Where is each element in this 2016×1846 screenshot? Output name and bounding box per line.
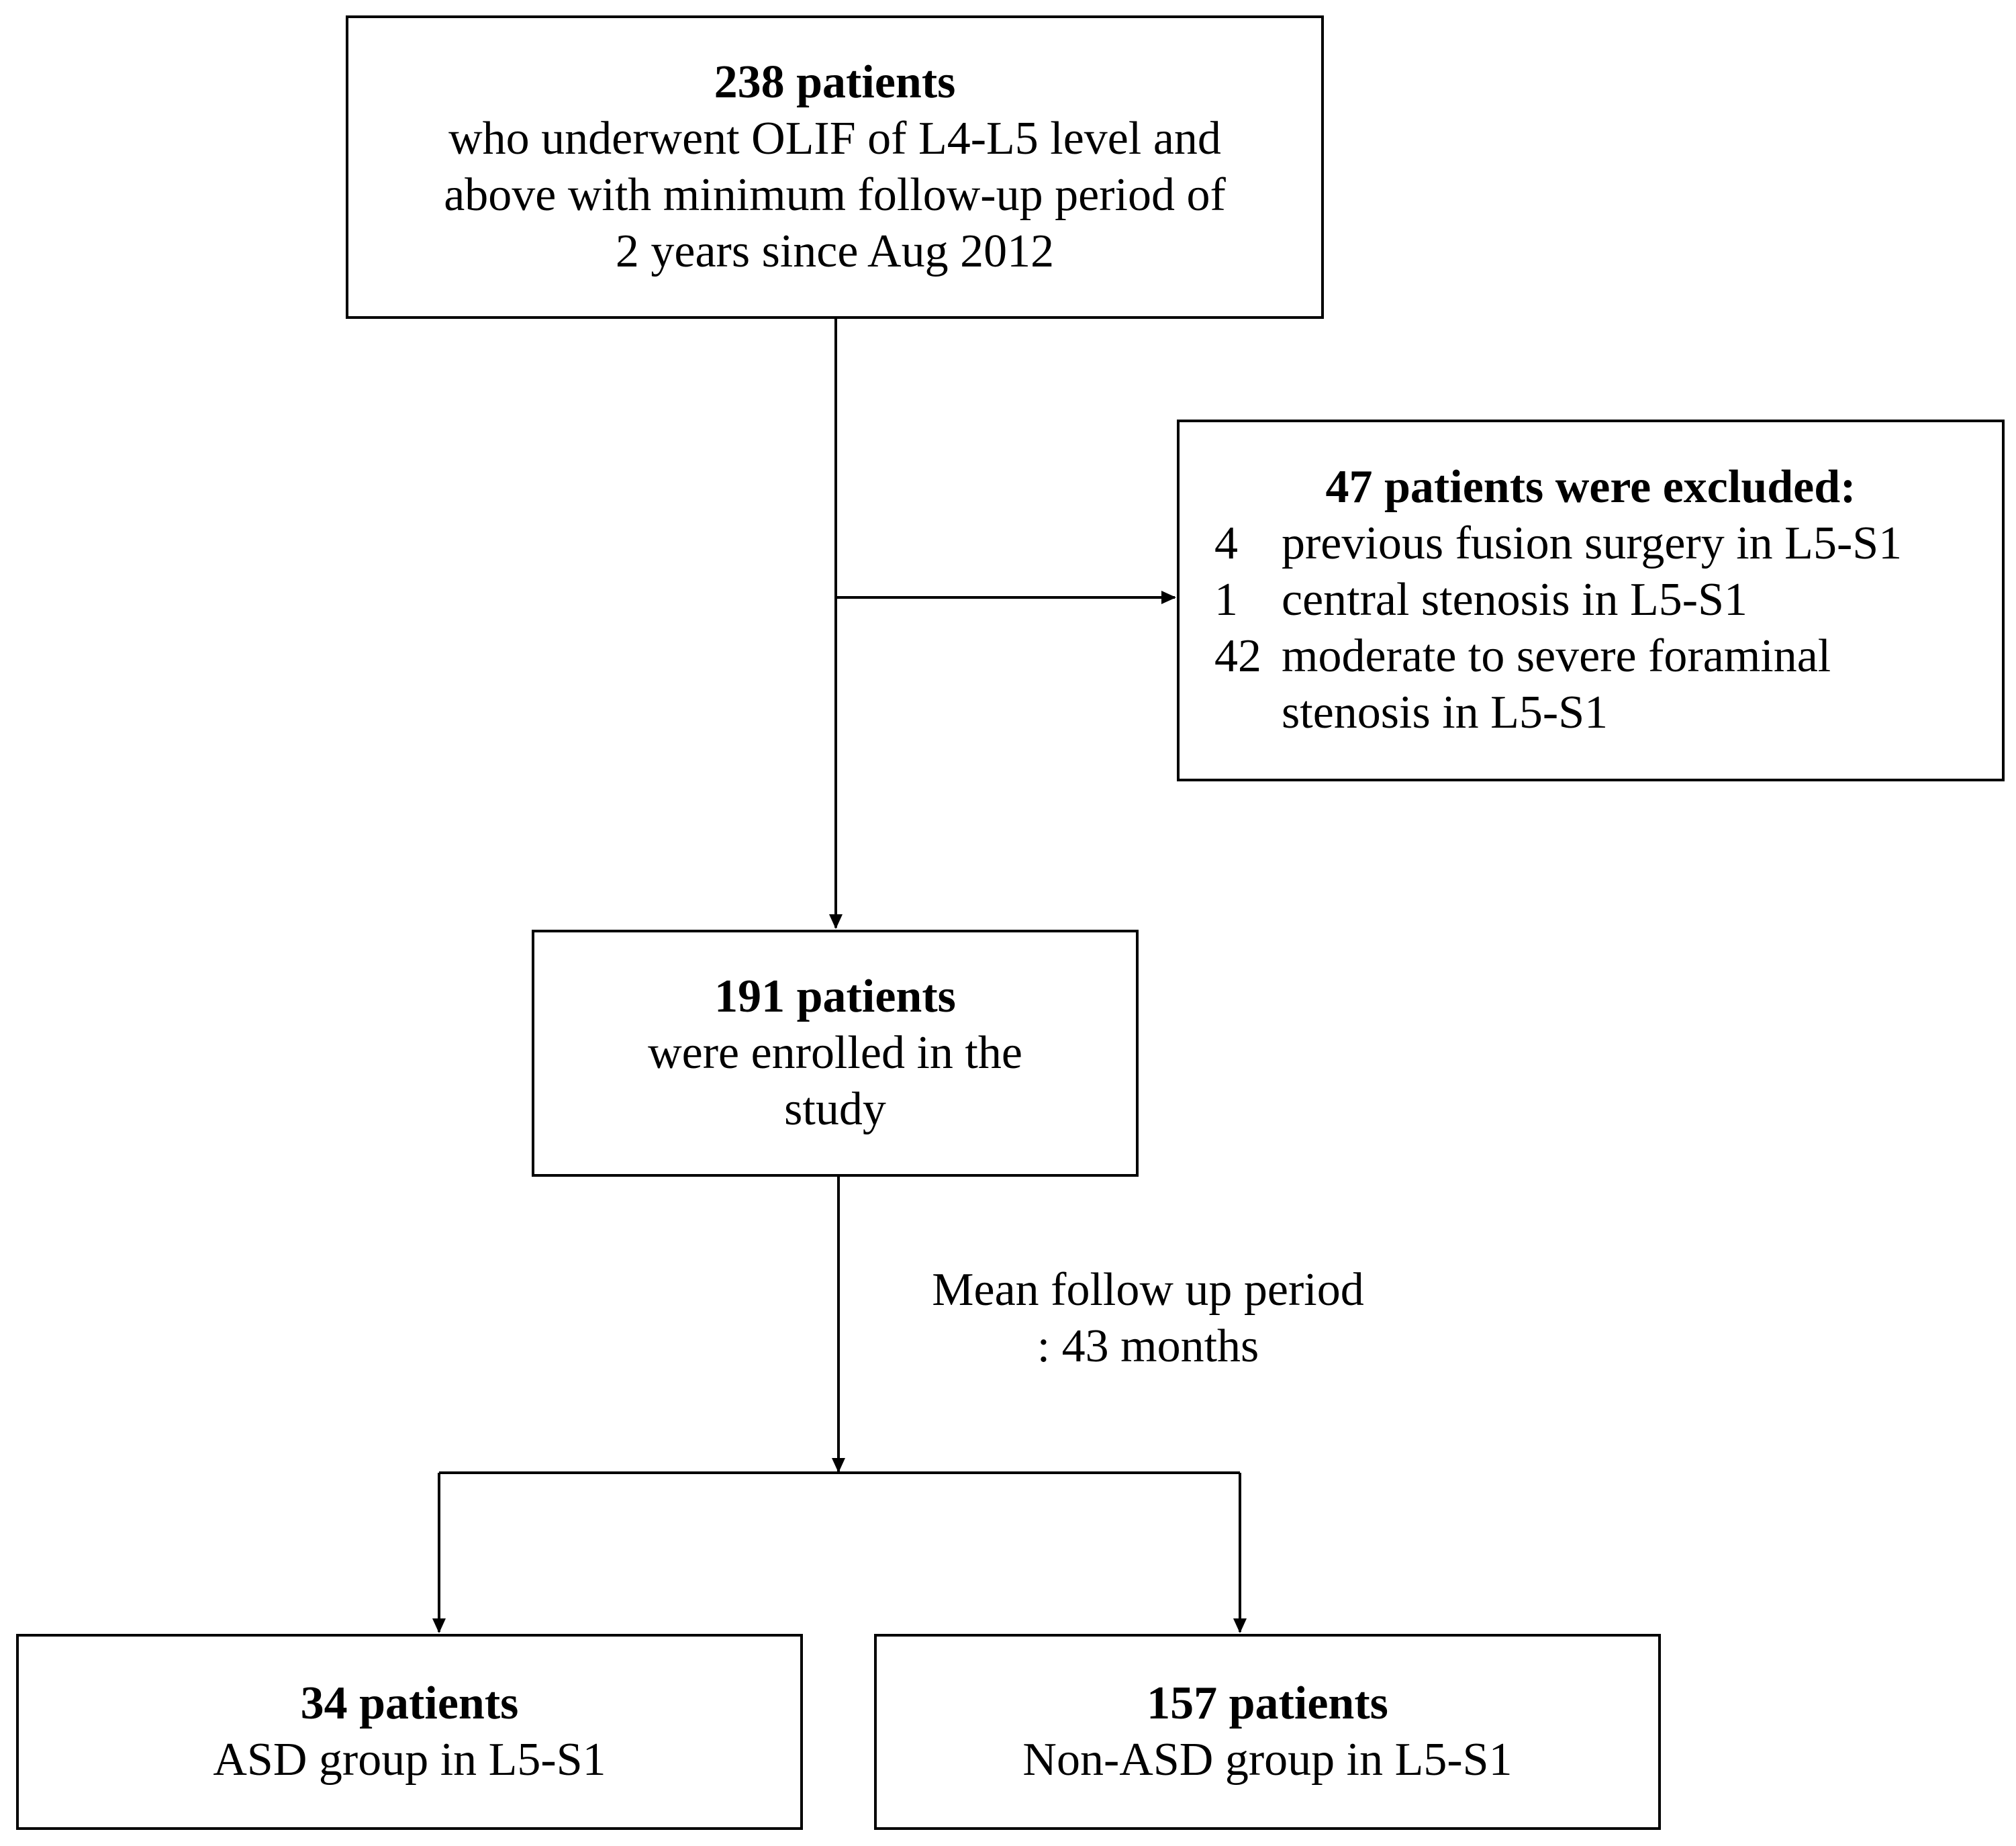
asd-group-box: 34 patients ASD group in L5-S1 — [16, 1634, 803, 1830]
followup-label: Mean follow up period : 43 months — [866, 1262, 1430, 1375]
initial-cohort-count: 238 patients — [714, 56, 956, 108]
enrolled-count: 191 patients — [714, 971, 956, 1022]
initial-cohort-box: 238 patients who underwent OLIF of L4-L5… — [346, 15, 1324, 319]
enrolled-line-1: were enrolled in the — [648, 1027, 1022, 1079]
exclusion-reason: previous fusion surgery in L5-S1 — [1282, 518, 1903, 569]
initial-cohort-line-3: 2 years since Aug 2012 — [615, 226, 1055, 277]
initial-cohort-line-1: who underwent OLIF of L4-L5 level and — [448, 113, 1221, 164]
exclusion-reason: central stenosis in L5-S1 — [1282, 574, 1748, 626]
exclusion-item: 42 moderate to severe foraminal — [1180, 628, 2002, 685]
exclusion-item: 4 previous fusion surgery in L5-S1 — [1180, 516, 2002, 572]
non-asd-count: 157 patients — [1147, 1678, 1388, 1729]
excluded-title: 47 patients were excluded: — [1325, 461, 1856, 513]
exclusion-count: 1 — [1214, 574, 1238, 626]
exclusion-reason-continuation: stenosis in L5-S1 — [1282, 687, 1609, 738]
non-asd-label: Non-ASD group in L5-S1 — [1022, 1734, 1513, 1786]
enrolled-line-2: study — [784, 1083, 886, 1135]
excluded-box: 47 patients were excluded: 4 previous fus… — [1177, 420, 2005, 781]
exclusion-reason: moderate to severe foraminal — [1282, 630, 1831, 682]
exclusion-count: 4 — [1214, 518, 1238, 569]
enrolled-box: 191 patients were enrolled in the study — [532, 930, 1139, 1177]
exclusion-count: 42 — [1214, 630, 1261, 682]
asd-label: ASD group in L5-S1 — [213, 1734, 606, 1786]
non-asd-group-box: 157 patients Non-ASD group in L5-S1 — [874, 1634, 1661, 1830]
followup-line-2: : 43 months — [1037, 1320, 1259, 1372]
followup-line-1: Mean follow up period — [932, 1264, 1364, 1316]
initial-cohort-line-2: above with minimum follow-up period of — [444, 169, 1226, 221]
asd-count: 34 patients — [300, 1678, 519, 1729]
exclusion-item: 1 central stenosis in L5-S1 — [1180, 572, 2002, 628]
